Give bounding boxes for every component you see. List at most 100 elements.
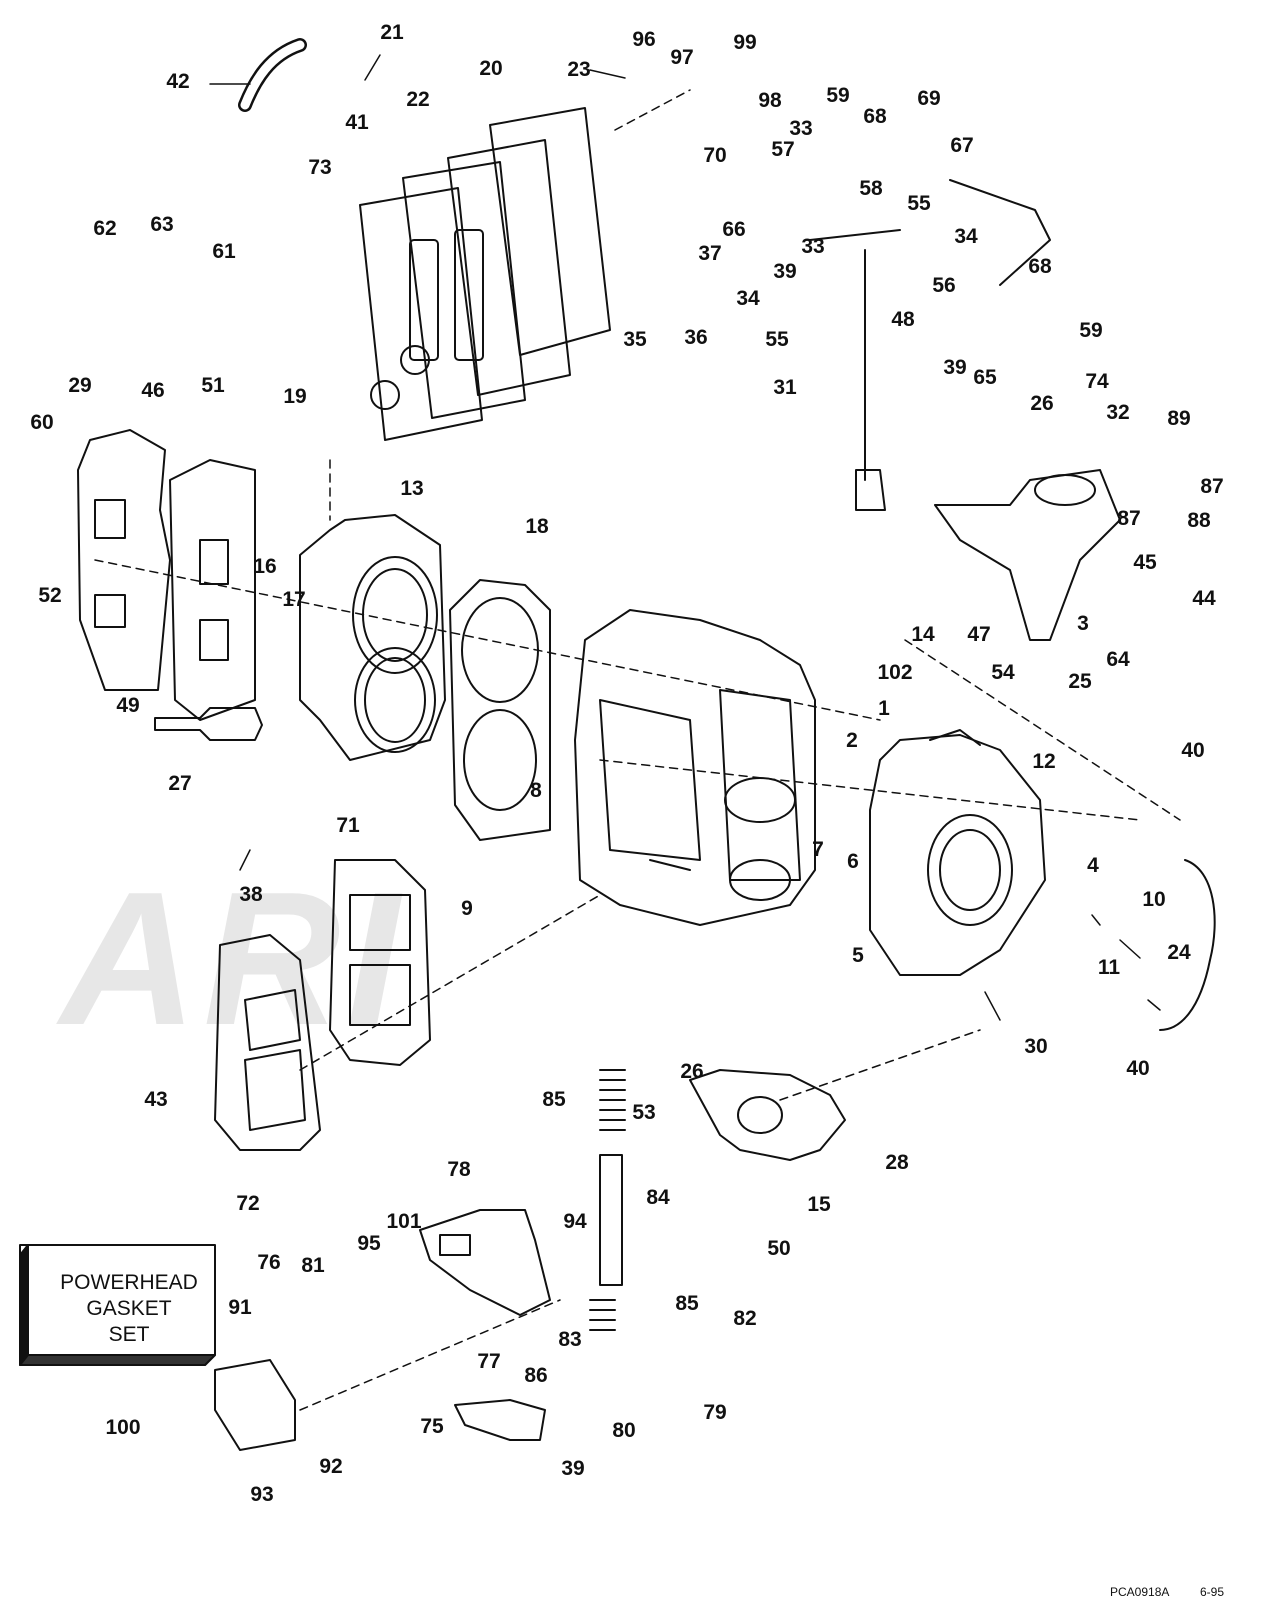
part-callout: 84 bbox=[646, 1186, 670, 1209]
part-callout: 13 bbox=[400, 477, 424, 500]
part-callout: 81 bbox=[301, 1254, 325, 1277]
crankcase bbox=[869, 729, 1046, 976]
part-callout: 35 bbox=[623, 328, 647, 351]
part-callout: 2 bbox=[846, 729, 858, 752]
part-callout: 98 bbox=[758, 89, 782, 112]
exhaust-gasket-stack bbox=[359, 107, 611, 441]
part-callout: 39 bbox=[943, 356, 967, 379]
part-callout: 36 bbox=[684, 326, 708, 349]
part-callout: 10 bbox=[1142, 888, 1166, 911]
part-callout: 68 bbox=[863, 105, 887, 128]
part-callout: 101 bbox=[386, 1210, 422, 1233]
part-callout: 49 bbox=[116, 694, 140, 717]
part-callout: 87 bbox=[1117, 507, 1141, 530]
part-callout: 78 bbox=[447, 1158, 471, 1181]
part-callout: 89 bbox=[1167, 407, 1191, 430]
part-callout: 26 bbox=[1030, 392, 1054, 415]
part-callout: 88 bbox=[1187, 509, 1211, 532]
part-callout: 11 bbox=[1097, 956, 1121, 979]
part-callout: 77 bbox=[477, 1350, 501, 1373]
part-callout: 34 bbox=[736, 287, 760, 310]
part-callout: 53 bbox=[632, 1101, 656, 1124]
cylinder-block bbox=[574, 609, 816, 926]
part-callout: 23 bbox=[567, 58, 591, 81]
part-callout: 39 bbox=[773, 260, 797, 283]
gasket-set-line: POWERHEAD bbox=[60, 1271, 198, 1294]
intake-manifold bbox=[214, 859, 431, 1151]
part-callout: 16 bbox=[253, 555, 277, 578]
part-callout: 40 bbox=[1126, 1057, 1150, 1080]
part-callout: 86 bbox=[524, 1364, 548, 1387]
part-callout: 100 bbox=[105, 1416, 141, 1439]
part-callout: 71 bbox=[336, 814, 360, 837]
part-callout: 24 bbox=[1167, 941, 1191, 964]
part-callout: 46 bbox=[141, 379, 165, 402]
figure-code: PCA0918A bbox=[1110, 1585, 1170, 1599]
figure-date: 6-95 bbox=[1200, 1585, 1225, 1599]
part-callout: 87 bbox=[1200, 475, 1224, 498]
part-callout: 56 bbox=[932, 274, 956, 297]
throttle-link-rod bbox=[949, 179, 1051, 286]
part-callout: 20 bbox=[479, 57, 503, 80]
upper-bearing-bracket bbox=[689, 1069, 846, 1161]
part-callout: 51 bbox=[201, 374, 225, 397]
part-callout: 38 bbox=[239, 883, 263, 906]
part-callout: 66 bbox=[722, 218, 746, 241]
part-callout: 7 bbox=[812, 838, 824, 861]
part-callout: 59 bbox=[1079, 319, 1103, 342]
part-callout: 25 bbox=[1068, 670, 1092, 693]
part-callout: 102 bbox=[877, 661, 913, 684]
part-callout: 92 bbox=[319, 1455, 343, 1478]
part-callout: 76 bbox=[257, 1251, 281, 1274]
part-callout: 32 bbox=[1106, 401, 1130, 424]
part-callout: 85 bbox=[542, 1088, 566, 1111]
leader-lines bbox=[209, 54, 1161, 1021]
gasket-set-label: POWERHEAD GASKET SET bbox=[34, 1270, 224, 1348]
part-callout: 70 bbox=[703, 144, 727, 167]
part-callout: 96 bbox=[632, 28, 656, 51]
part-callout: 27 bbox=[168, 772, 192, 795]
part-callout: 93 bbox=[250, 1483, 274, 1506]
part-callout: 9 bbox=[461, 897, 473, 920]
part-callout: 40 bbox=[1181, 739, 1205, 762]
part-callout: 74 bbox=[1085, 370, 1109, 393]
throttle-shaft bbox=[809, 229, 901, 511]
part-callout: 6 bbox=[847, 850, 859, 873]
part-callout: 69 bbox=[917, 87, 941, 110]
part-callout: 4 bbox=[1087, 854, 1099, 877]
watermark: ARI bbox=[60, 853, 406, 1065]
part-callout: 45 bbox=[1133, 551, 1157, 574]
part-callout: 54 bbox=[991, 661, 1015, 684]
part-callout: 15 bbox=[807, 1193, 831, 1216]
part-callout: 31 bbox=[773, 376, 797, 399]
part-callout: 79 bbox=[703, 1401, 727, 1424]
part-callout: 8 bbox=[530, 779, 542, 802]
part-callout: 33 bbox=[789, 117, 813, 140]
part-callout: 91 bbox=[228, 1296, 252, 1319]
part-callout: 75 bbox=[420, 1415, 444, 1438]
gasket-set-box bbox=[19, 1244, 216, 1366]
cylinder-head bbox=[299, 514, 446, 761]
part-callout: 17 bbox=[282, 588, 306, 611]
part-callout: 44 bbox=[1192, 587, 1216, 610]
part-callout: 59 bbox=[826, 84, 850, 107]
head-gasket bbox=[449, 579, 551, 841]
detent-spring-stack bbox=[589, 1069, 626, 1331]
part-callout: 30 bbox=[1024, 1035, 1048, 1058]
part-callout: 85 bbox=[675, 1292, 699, 1315]
lockout-lever bbox=[454, 1399, 546, 1441]
part-callout: 14 bbox=[911, 623, 935, 646]
part-callout: 73 bbox=[308, 156, 332, 179]
part-callout: 18 bbox=[525, 515, 549, 538]
part-callout: 65 bbox=[973, 366, 997, 389]
idle-bracket bbox=[934, 469, 1121, 641]
part-callout: 58 bbox=[859, 177, 883, 200]
part-callout: 61 bbox=[212, 240, 236, 263]
part-callout: 26 bbox=[680, 1060, 704, 1083]
support-bracket bbox=[419, 1209, 551, 1316]
part-callout: 62 bbox=[93, 217, 117, 240]
bypass-cover bbox=[77, 429, 256, 721]
part-callout: 83 bbox=[558, 1328, 582, 1351]
part-callout: 37 bbox=[698, 242, 722, 265]
part-callout: 12 bbox=[1032, 750, 1056, 773]
